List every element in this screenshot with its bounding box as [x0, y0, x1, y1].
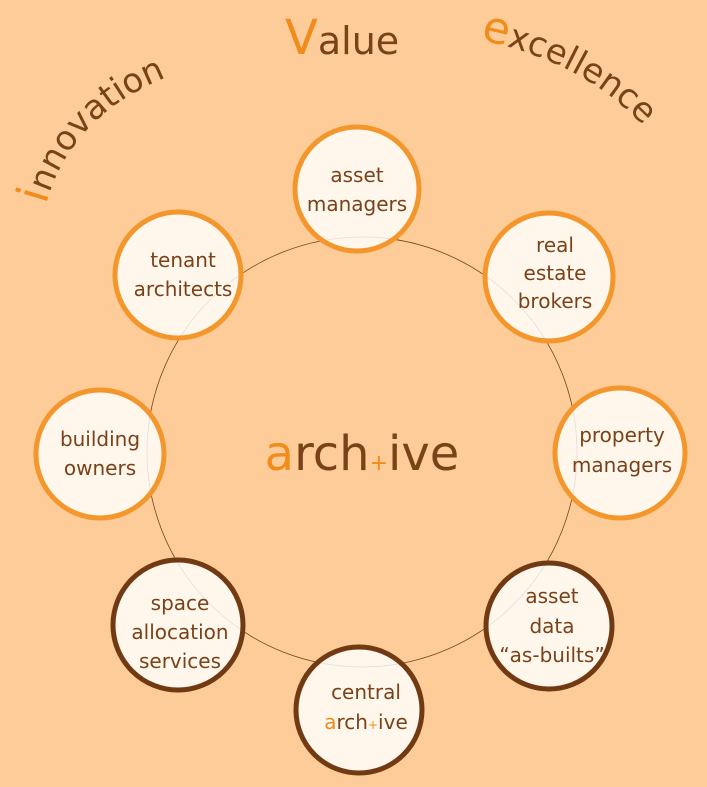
node-label-line: brokers	[518, 289, 593, 313]
node-building-owners: building owners	[33, 387, 167, 521]
node-label-line: “as-builts”	[499, 643, 604, 667]
node-tenant-architects: tenant architects	[112, 209, 244, 341]
center-brand: arch+ive	[265, 426, 460, 482]
node-label-line: allocation	[131, 620, 228, 644]
node-central-archive: central arch+ive	[293, 644, 425, 776]
node-asset-managers: asset managers	[292, 124, 422, 254]
header-word-excellence: excellence	[478, 1, 665, 132]
node-circle	[112, 209, 244, 341]
node-label-line: space	[151, 591, 210, 615]
node-asset-data-as-builts: asset data “as-builts”	[483, 560, 615, 692]
node-space-allocation-services: space allocation services	[110, 557, 246, 693]
node-label-line: tenant	[150, 248, 216, 272]
node-label-line: asset	[330, 163, 383, 187]
node-label-line: owners	[64, 456, 136, 480]
node-label-line: services	[139, 649, 221, 673]
node-label-line: real	[536, 233, 574, 257]
node-label-line: architects	[134, 277, 233, 301]
node-circle	[483, 560, 615, 692]
header-word-value: Value	[285, 10, 399, 66]
node-label-line: managers	[307, 192, 407, 216]
node-label-line: property	[579, 423, 665, 447]
node-property-managers: property managers	[552, 385, 688, 521]
header-word-innovation: innovation	[8, 49, 170, 208]
node-circle	[110, 557, 246, 693]
node-label-line: asset	[525, 584, 578, 608]
node-circle	[293, 644, 425, 776]
node-label-line: estate	[524, 261, 587, 285]
node-label-line: central	[331, 680, 401, 704]
node-brand-line: arch+ive	[324, 710, 408, 734]
node-circle	[482, 210, 616, 344]
node-label-line: data	[529, 614, 574, 638]
node-label-line: managers	[572, 453, 672, 477]
node-circle	[33, 387, 167, 521]
node-circle	[552, 385, 688, 521]
node-real-estate-brokers: real estate brokers	[482, 210, 616, 344]
node-label-line: building	[60, 427, 140, 451]
node-circle	[292, 124, 422, 254]
